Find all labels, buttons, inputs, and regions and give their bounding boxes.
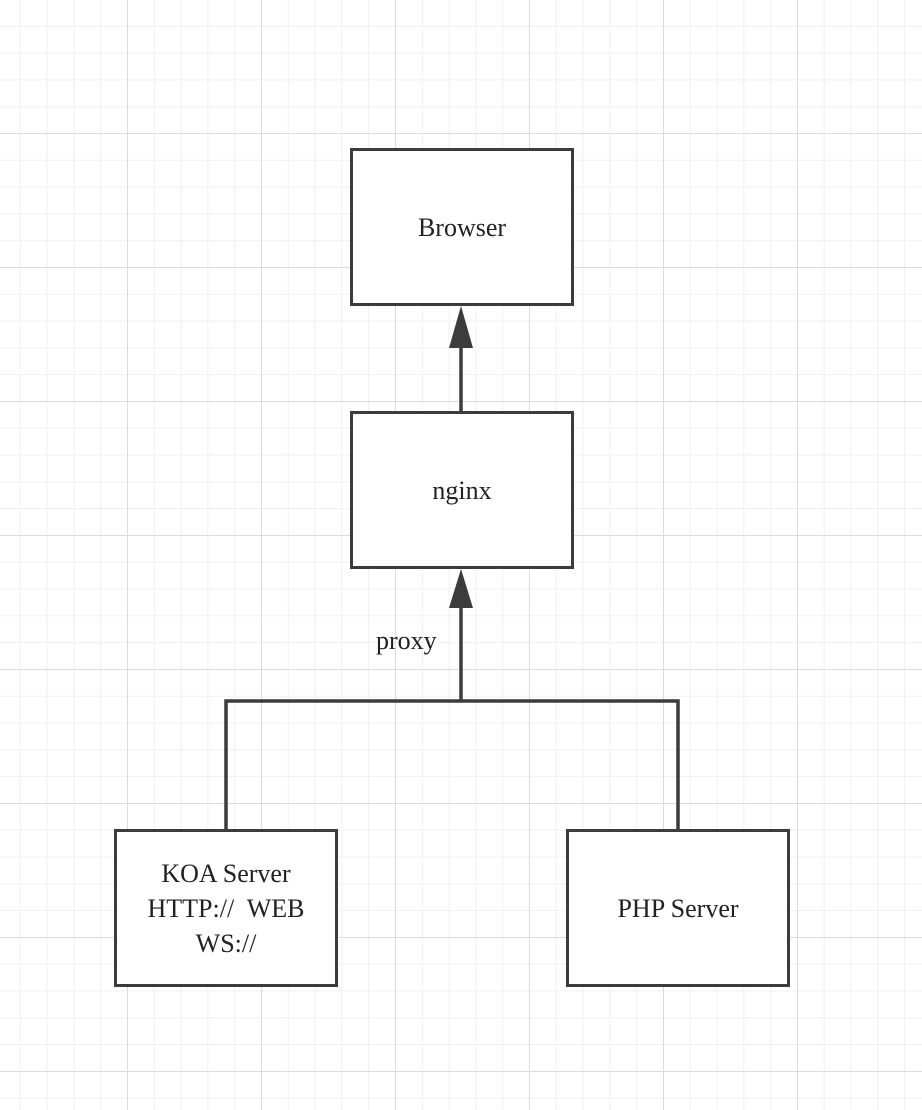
- node-nginx[interactable]: nginx: [350, 411, 574, 569]
- node-nginx-label: nginx: [432, 475, 492, 505]
- edge-label-proxy: proxy: [376, 626, 437, 655]
- arrowhead-nginx: [449, 569, 473, 608]
- node-php-server-label: PHP Server: [617, 893, 739, 923]
- node-koa-server-line-2: HTTP:// WEB: [147, 893, 305, 923]
- node-koa-server[interactable]: KOA Server HTTP:// WEB WS://: [114, 829, 338, 987]
- node-browser-label: Browser: [417, 212, 507, 242]
- node-koa-server-line-3: WS://: [195, 928, 257, 958]
- edge-php-to-junction: [461, 699, 680, 829]
- node-browser[interactable]: Browser: [350, 148, 574, 306]
- edge-koa-to-junction: [224, 699, 461, 829]
- arrowhead-browser: [449, 306, 473, 348]
- node-php-server[interactable]: PHP Server: [566, 829, 790, 987]
- node-koa-server-line-1: KOA Server: [161, 858, 291, 888]
